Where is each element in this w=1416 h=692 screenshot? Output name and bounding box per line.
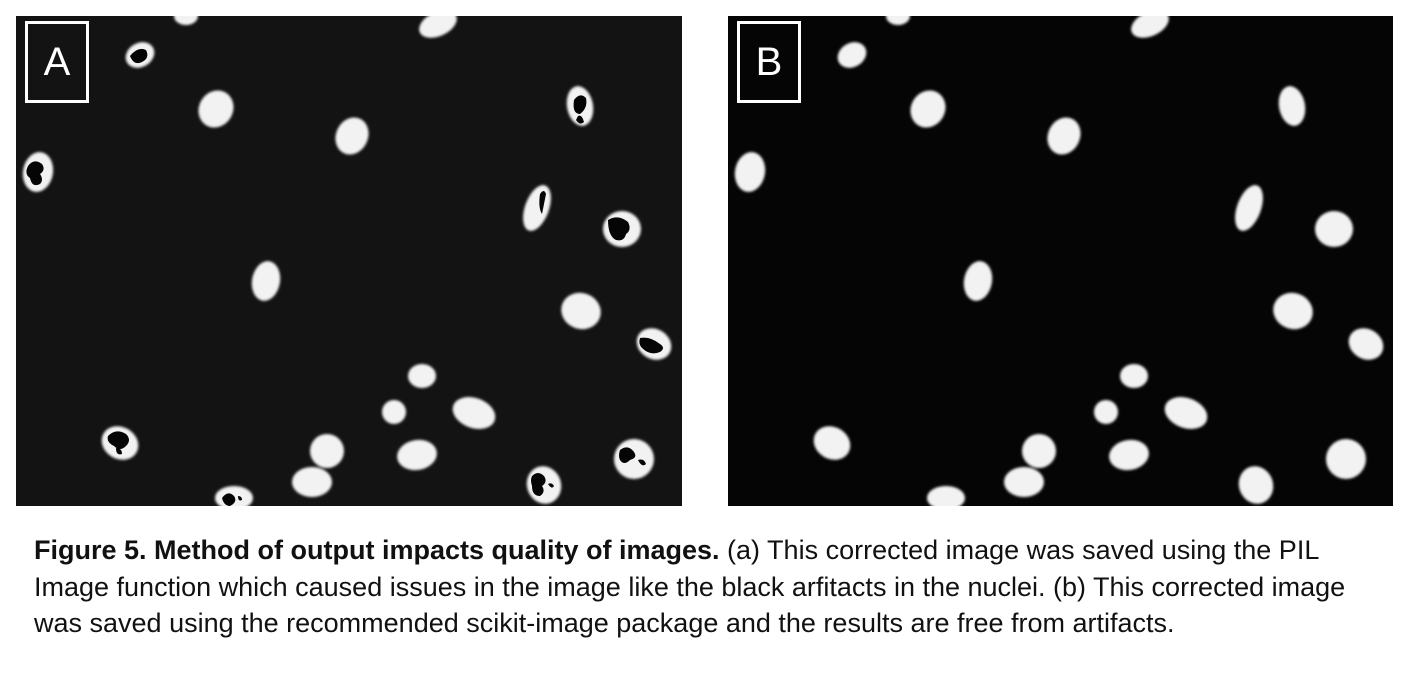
figure-caption: Figure 5. Method of output impacts quali… [34,532,1394,642]
caption-text: (a) This corrected image was saved using… [34,535,1346,638]
panel-label-b: B [737,21,801,103]
panel-label-a: A [25,21,89,103]
nuclei-image-a [22,16,672,506]
microscopy-panel-b: B [728,16,1393,506]
caption-title: Figure 5. Method of output impacts quali… [34,535,720,565]
microscopy-panel-a: A [16,16,682,506]
nuclei-image-b [734,16,1384,506]
